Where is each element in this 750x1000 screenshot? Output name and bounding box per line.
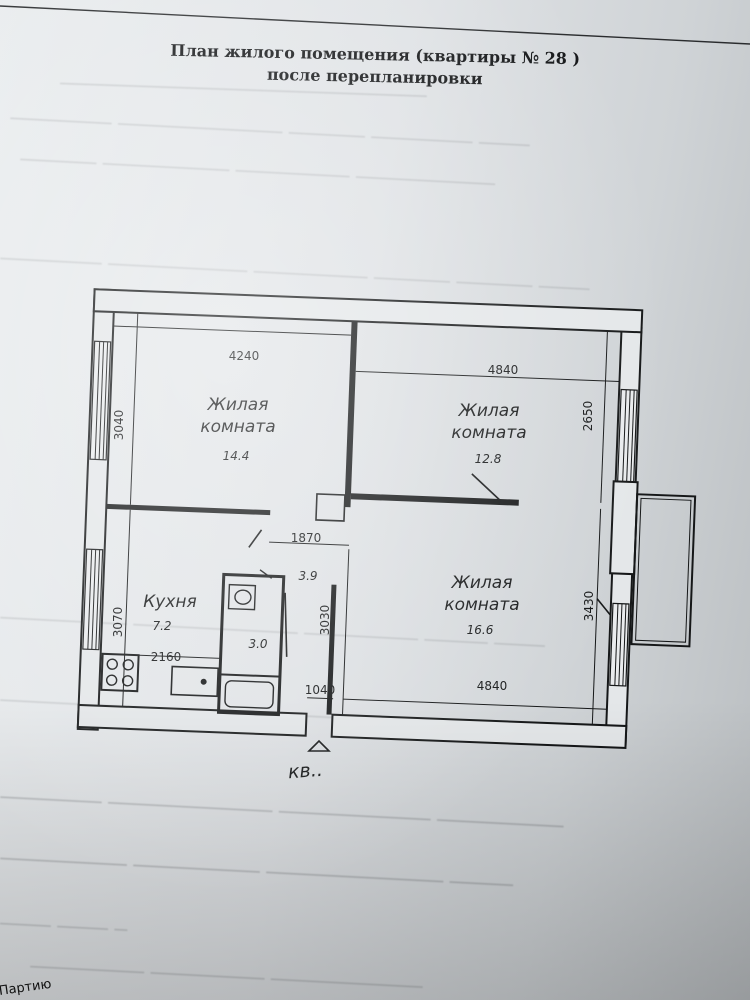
- page-top-rule: [0, 5, 750, 45]
- outer-walls: [76, 288, 644, 750]
- dim-left-lower: 3070: [111, 607, 125, 638]
- dim-left-upper: 3040: [112, 410, 126, 441]
- dim-bottom-right: 4840: [477, 679, 508, 693]
- windows: [82, 340, 638, 687]
- interior-walls: [100, 321, 519, 717]
- room-3-area: 16.6: [467, 623, 494, 637]
- bottom-wall-left: [76, 703, 308, 737]
- dim-right-upper: 2650: [581, 401, 595, 432]
- balcony: [609, 480, 697, 648]
- dim-hall-height: 3030: [318, 605, 332, 636]
- entrance-label: кв..: [287, 758, 324, 784]
- stove-icon: [100, 652, 140, 693]
- room-1-area: 14.4: [223, 449, 250, 463]
- dim-hall-width: 1870: [291, 531, 322, 545]
- toilet-icon: [227, 583, 257, 611]
- dim-top-right: 4840: [488, 363, 519, 377]
- hall-area: 3.9: [298, 569, 317, 583]
- kitchen-name: Кухня: [143, 592, 197, 612]
- bottom-wall-right: [330, 713, 628, 750]
- bathroom-area: 3.0: [248, 637, 267, 651]
- dim-kitchen-width: 2160: [151, 650, 182, 664]
- dim-right-lower: 3430: [582, 591, 596, 622]
- room-2-area: 12.8: [475, 452, 502, 466]
- door-swings: [248, 473, 612, 657]
- entrance-triangle-icon: [307, 739, 331, 752]
- bathtub-icon: [224, 680, 275, 709]
- dim-bottom-door: 1040: [305, 683, 336, 697]
- sink-icon: [170, 665, 220, 698]
- top-wall: [92, 288, 644, 334]
- dim-top-left: 4240: [229, 349, 260, 363]
- kitchen-area: 7.2: [152, 619, 171, 633]
- dimension-lines: [100, 312, 620, 725]
